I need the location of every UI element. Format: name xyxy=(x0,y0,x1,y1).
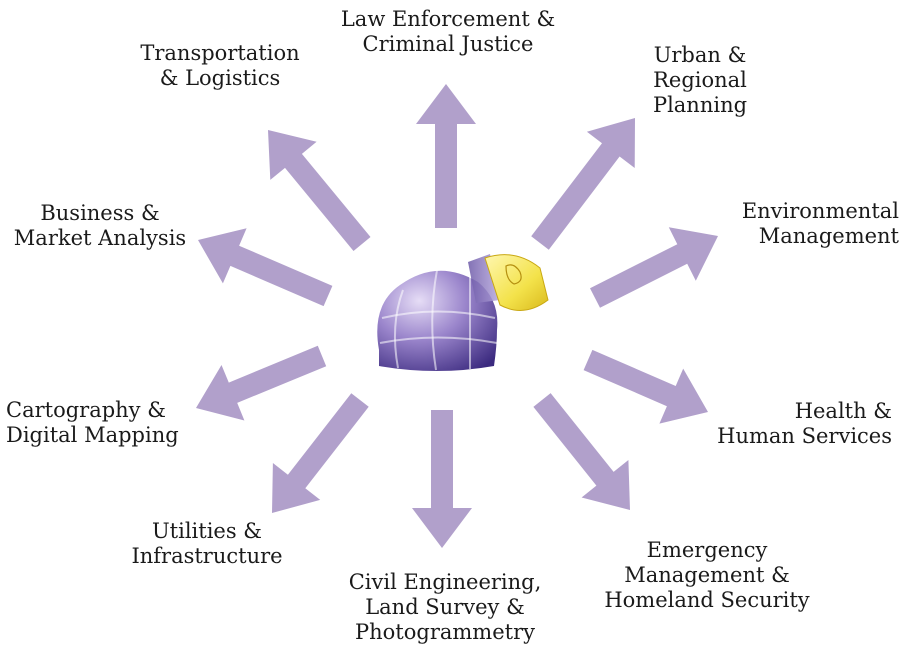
arrow-to-urban-planning xyxy=(531,118,635,250)
globe-map-icon xyxy=(377,254,549,371)
label-urban-planning: Urban & Regional Planning xyxy=(652,43,748,117)
arrow-to-transportation xyxy=(268,130,371,251)
arrow-to-business xyxy=(198,228,333,307)
label-health-human-services: Health & Human Services xyxy=(717,399,892,448)
label-civil-engineering: Civil Engineering, Land Survey & Photogr… xyxy=(348,570,542,644)
label-utilities-infrastructure: Utilities & Infrastructure xyxy=(131,519,283,568)
label-business-market-analysis: Business & Market Analysis xyxy=(13,201,187,250)
arrow-to-emergency xyxy=(533,393,630,510)
label-emergency-management: Emergency Management & Homeland Security xyxy=(604,538,810,612)
label-cartography-mapping: Cartography & Digital Mapping xyxy=(6,398,179,447)
label-environmental-management: Environmental Management xyxy=(741,199,899,248)
arrow-to-environmental xyxy=(590,227,718,308)
arrow-to-cartography xyxy=(196,345,327,421)
arrow-to-law-enforcement xyxy=(416,84,476,228)
arrow-to-utilities xyxy=(272,393,369,513)
arrow-to-civil-engineering xyxy=(412,410,472,548)
label-law-enforcement: Law Enforcement & Criminal Justice xyxy=(340,7,556,56)
arrow-to-health xyxy=(583,349,708,424)
label-transportation-logistics: Transportation & Logistics xyxy=(140,41,300,90)
